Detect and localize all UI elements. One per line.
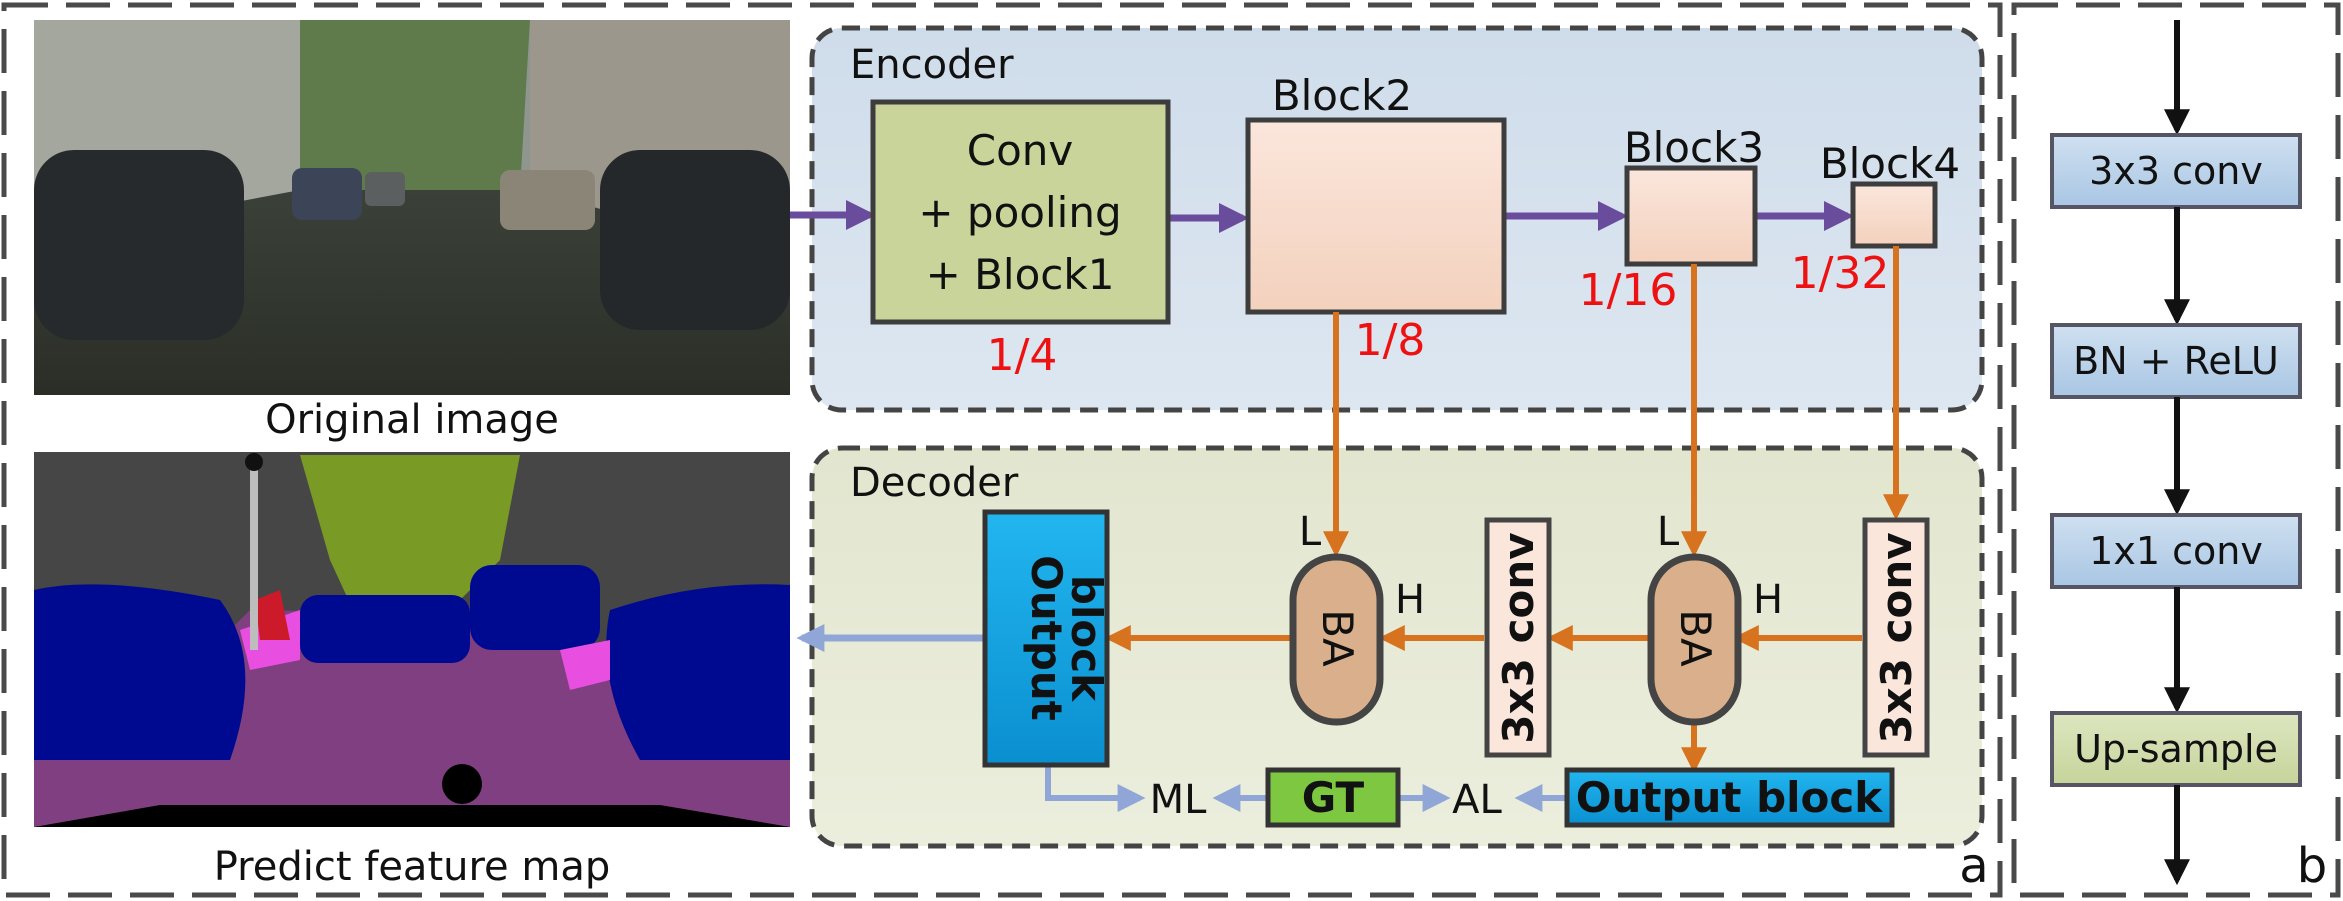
conv3x3-2	[1862, 517, 1930, 758]
step-3x3-conv-label: 3x3 conv	[2089, 149, 2263, 193]
block4	[1850, 181, 1938, 249]
ba-2-high-label: H	[1753, 577, 1783, 623]
ba-2-label: BA	[1671, 609, 1720, 667]
panel-b-label: b	[2297, 838, 2327, 894]
ba-1-high-label: H	[1395, 577, 1425, 623]
gt-label: GT	[1302, 773, 1365, 822]
block2	[1245, 117, 1507, 315]
block4-scale: 1/32	[1791, 248, 1890, 299]
predict-map-caption: Predict feature map	[214, 844, 610, 890]
ml-label: ML	[1150, 777, 1208, 823]
output-block-left-line1: Output	[1022, 555, 1071, 721]
block1-scale: 1/4	[987, 330, 1058, 381]
block3-label: Block3	[1624, 123, 1764, 172]
block1-conv-pooling	[870, 99, 1171, 325]
output-block-left-line2: block	[1062, 575, 1111, 702]
block1-line2: + pooling	[918, 188, 1121, 237]
block3-scale: 1/16	[1579, 265, 1678, 316]
block3	[1624, 165, 1758, 267]
original-image-caption: Original image	[265, 397, 559, 443]
ba-1-low-label: L	[1299, 509, 1322, 555]
ba-1-label: BA	[1313, 609, 1362, 667]
ba-2-low-label: L	[1657, 509, 1680, 555]
decoder-title: Decoder	[850, 460, 1019, 506]
step-up-sample-label: Up-sample	[2074, 727, 2278, 771]
output-block-bottom-label: Output block	[1576, 773, 1884, 822]
ba-module-1	[1289, 553, 1384, 726]
step-1x1-conv	[2050, 513, 2302, 589]
output-block-bottom	[1564, 767, 1895, 828]
predict-feature-map	[34, 452, 790, 827]
original-image	[34, 20, 790, 395]
conv3x3-1	[1484, 517, 1552, 758]
panel-a-frame	[1, 2, 2003, 898]
step-1x1-conv-label: 1x1 conv	[2089, 529, 2263, 573]
step-3x3-conv	[2050, 133, 2302, 209]
ba-module-2	[1647, 553, 1742, 726]
gt-box	[1265, 767, 1401, 828]
output-block-left	[982, 509, 1110, 768]
panel-b-frame	[2011, 2, 2341, 898]
arrow-output-to-ml	[1045, 765, 1146, 812]
block1-line3: + Block1	[926, 250, 1115, 299]
step-up-sample	[2050, 711, 2302, 787]
conv3x3-1-label: 3x3 conv	[1494, 532, 1543, 743]
block2-label: Block2	[1272, 71, 1412, 120]
panel-a-label: a	[1959, 838, 1988, 894]
block4-label: Block4	[1820, 139, 1960, 188]
block1-line1: Conv	[967, 126, 1074, 175]
block2-scale: 1/8	[1355, 315, 1426, 366]
step-bn-relu-label: BN + ReLU	[2073, 339, 2279, 383]
encoder-title: Encoder	[850, 42, 1014, 88]
conv3x3-2-label: 3x3 conv	[1872, 532, 1921, 743]
al-label: AL	[1452, 777, 1502, 823]
